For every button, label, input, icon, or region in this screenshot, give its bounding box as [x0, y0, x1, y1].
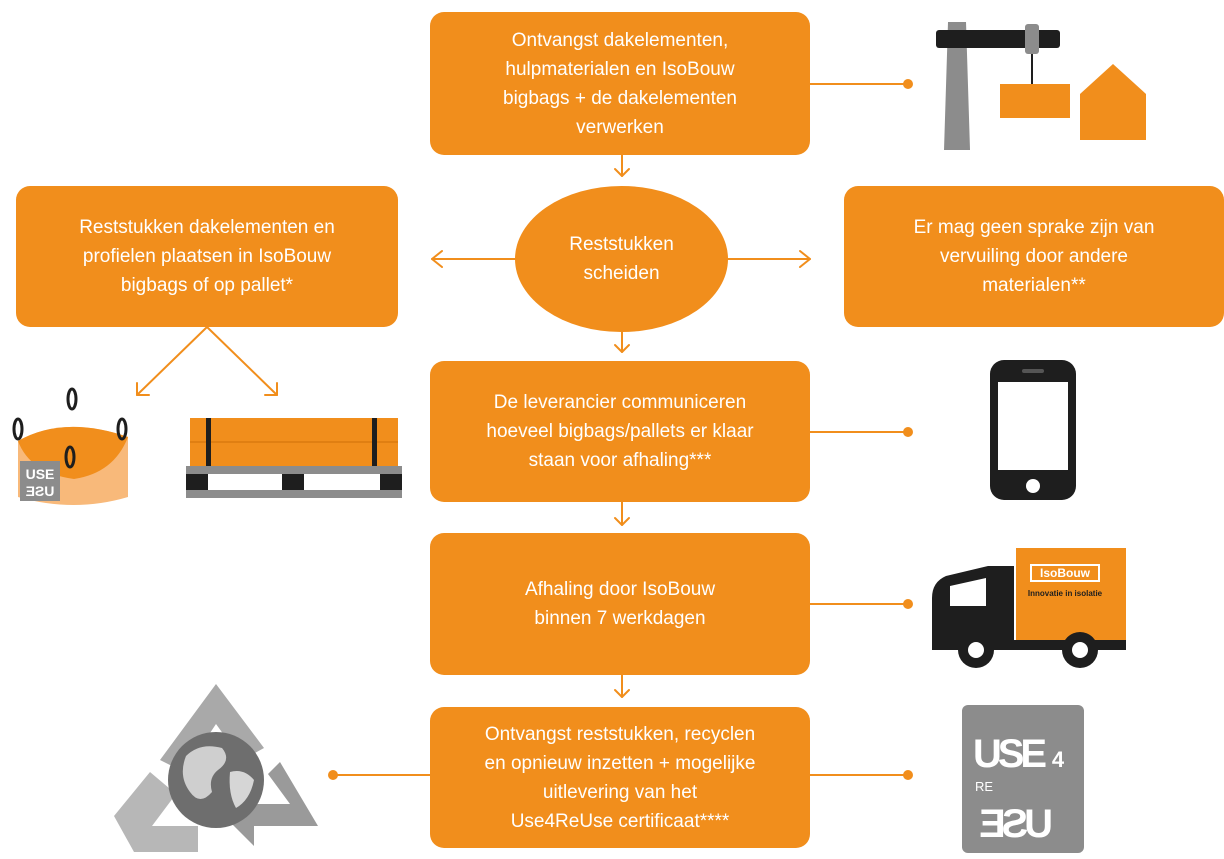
- step-receive-elements: Ontvangst dakelementen, hulpmaterialen e…: [430, 12, 810, 155]
- use4reuse-logo-icon: USE 4 RE USE: [962, 705, 1084, 853]
- logo-four-text: 4: [1052, 747, 1065, 772]
- bigbag-icon: USE USE: [12, 387, 128, 505]
- step-recycle: Ontvangst reststukken, recyclen en opnie…: [430, 707, 810, 848]
- truck-icon: IsoBouw Innovatie in isolatie: [932, 548, 1126, 668]
- logo-re-text: RE: [975, 779, 993, 794]
- step-pickup: Afhaling door IsoBouw binnen 7 werkdagen: [430, 533, 810, 675]
- logo-use-text: USE: [973, 732, 1047, 776]
- recycle-globe-icon: [114, 684, 318, 852]
- step-separate-leftovers: Reststukken scheiden: [515, 186, 728, 332]
- step-place-leftovers: Reststukken dakelementen en profielen pl…: [16, 186, 398, 327]
- svg-text:USE: USE: [26, 483, 55, 499]
- svg-text:USE: USE: [26, 466, 55, 482]
- smartphone-icon: [990, 360, 1076, 500]
- truck-tagline-label: Innovatie in isolatie: [1028, 589, 1103, 598]
- pallet-icon: [186, 418, 402, 498]
- step-communicate-supplier: De leverancier communiceren hoeveel bigb…: [430, 361, 810, 502]
- logo-use-mirrored-text: USE: [979, 802, 1053, 846]
- note-no-contamination: Er mag geen sprake zijn van vervuiling d…: [844, 186, 1224, 327]
- house-icon: [1080, 64, 1146, 140]
- crane-icon: [936, 22, 1070, 150]
- truck-brand-label: IsoBouw: [1040, 566, 1091, 580]
